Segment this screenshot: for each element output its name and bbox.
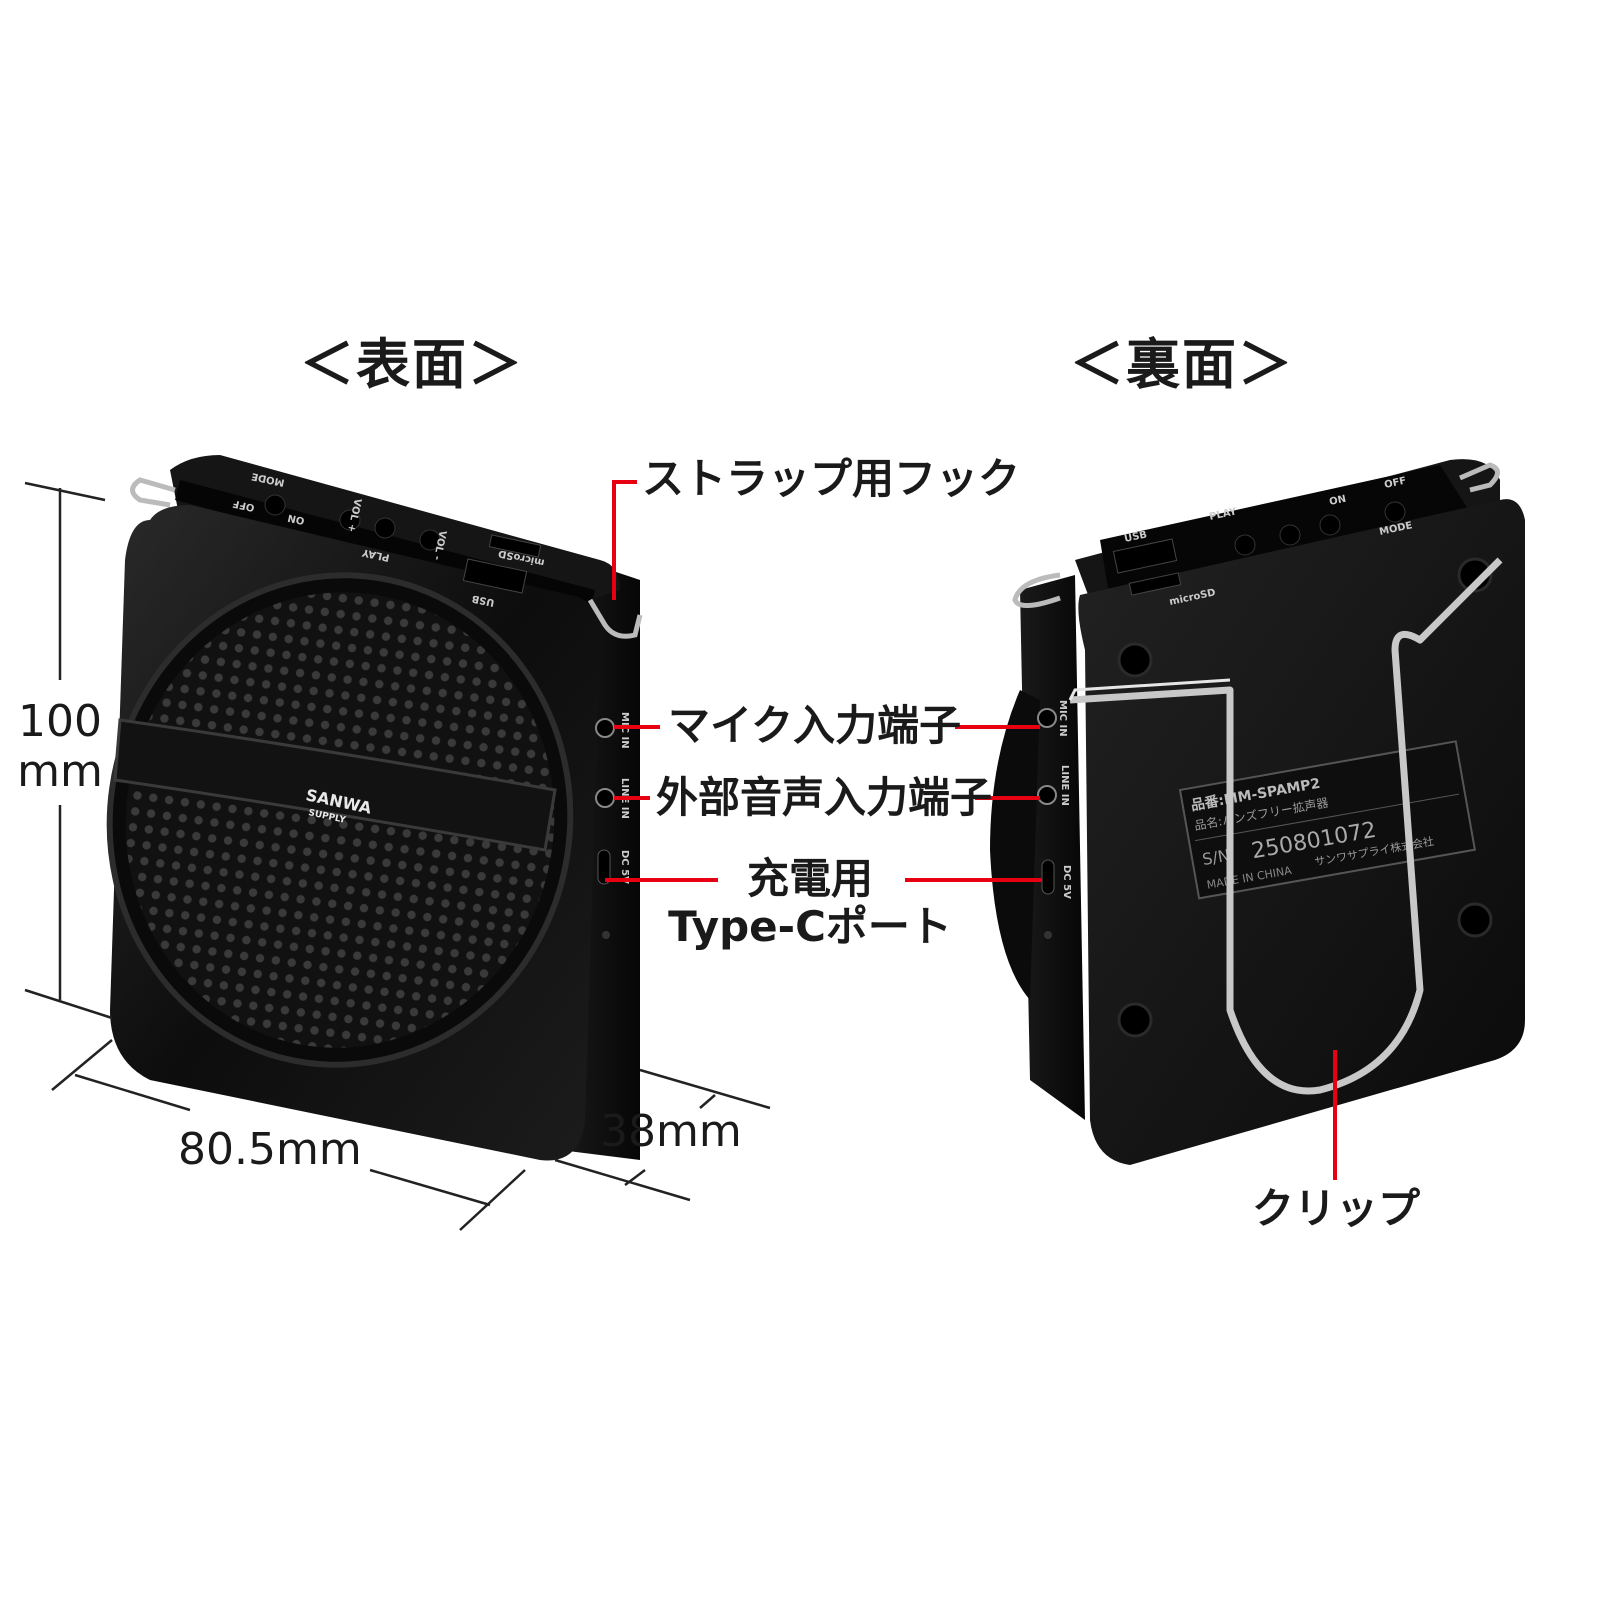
back-type-c-port (1041, 859, 1055, 895)
back-screw-hole (1457, 557, 1493, 593)
front-vol-minus-button (419, 529, 441, 551)
front-strap-hook-left (130, 477, 176, 508)
back-strap-hook-left (1012, 572, 1061, 608)
back-usb-label: USB (1123, 529, 1148, 545)
front-off-label: OFF (232, 497, 256, 512)
callout-leaders (605, 480, 1337, 1180)
front-mic-in-label: MIC IN (619, 712, 630, 749)
callout-charge-port: 充電用 Type-Cポート (660, 858, 960, 948)
front-usb-label: USB (471, 592, 496, 608)
dimension-height: 100 mm (0, 700, 120, 794)
front-control-panel: MODE VOL + VOL - PLAY ON OFF USB microSD (232, 470, 546, 608)
back-off-label: OFF (1383, 476, 1407, 491)
back-mode-button (1384, 501, 1406, 523)
front-prev-button (374, 517, 396, 539)
back-control-panel: USB microSD PLAY ON OFF MODE (1112, 476, 1414, 608)
back-screw-hole (1117, 642, 1153, 678)
back-label-serial-prefix: S/N (1201, 846, 1231, 869)
front-on-label: ON (287, 512, 306, 526)
back-mic-in-label: MIC IN (1057, 700, 1068, 737)
back-vol-minus-button (1234, 534, 1256, 556)
callout-strap-hook: ストラップ用フック (642, 454, 1021, 503)
front-dc-5v-label: DC 5V (619, 850, 630, 884)
back-vol-plus-button (1319, 514, 1341, 536)
back-line-in-label: LINE IN (1059, 765, 1070, 806)
front-led (602, 931, 610, 939)
back-dc-5v-label: DC 5V (1061, 865, 1072, 899)
heading-back: ＜裏面＞ (1070, 333, 1294, 396)
callout-charge-port-line1: 充電用 (746, 854, 873, 903)
back-screw-hole (1117, 1002, 1153, 1038)
front-mode-button (264, 494, 286, 516)
back-product-label: 品番:MM-SPAMP2 品名:ハンズフリー拡声器 S/N 250801072 … (1178, 740, 1477, 900)
callout-mic-input: マイク入力端子 (668, 701, 962, 750)
front-mic-jack (595, 718, 615, 738)
front-microsd-slot (488, 534, 542, 558)
front-usb-slot (462, 558, 528, 594)
front-line-jack (595, 788, 615, 808)
front-strap-hook-right (587, 598, 643, 639)
back-device: 品番:MM-SPAMP2 品名:ハンズフリー拡声器 S/N 250801072 … (990, 459, 1525, 1166)
back-usb-slot (1112, 538, 1178, 574)
back-screw-hole (1457, 902, 1493, 938)
back-line-jack (1037, 785, 1057, 805)
dimension-lines (24, 481, 771, 1231)
callout-line-input: 外部音声入力端子 (656, 773, 993, 822)
back-clip (1069, 557, 1503, 1095)
callout-clip: クリップ (1252, 1184, 1421, 1233)
back-prev-button (1279, 524, 1301, 546)
back-led (1044, 931, 1052, 939)
callout-charge-port-line2: Type-Cポート (668, 902, 952, 951)
front-vol-plus-button (339, 509, 361, 531)
dimension-depth: 38mm (600, 1106, 742, 1157)
back-strap-hook-right (1459, 462, 1500, 493)
front-type-c-port (597, 849, 611, 885)
dimension-width: 80.5mm (178, 1124, 362, 1175)
dimension-height-unit: mm (17, 746, 103, 797)
back-microsd-slot (1128, 572, 1182, 596)
back-mic-jack (1037, 708, 1057, 728)
dimension-height-value: 100 (18, 696, 102, 747)
front-device: SANWA SUPPLY MODE VOL + VOL - PLAY ON OF… (106, 455, 643, 1161)
heading-front: ＜表面＞ (300, 333, 524, 396)
leader-strap-hook (612, 480, 637, 600)
back-on-label: ON (1328, 494, 1347, 508)
